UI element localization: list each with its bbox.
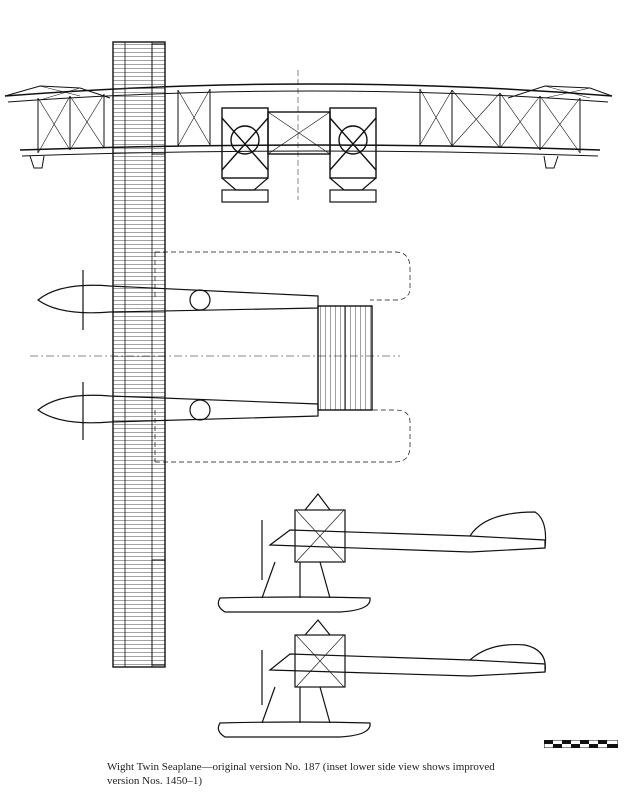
- scale-bar: [544, 740, 618, 748]
- side-view-improved: [217, 619, 546, 738]
- plan-view: [30, 41, 411, 668]
- caption-line-2: version Nos. 1450–1): [107, 775, 203, 787]
- figure-caption: Wight Twin Seaplane—original version No.…: [107, 760, 587, 788]
- caption-line-1: Wight Twin Seaplane—original version No.…: [107, 761, 495, 773]
- side-view-original: [217, 493, 547, 613]
- front-view: [4, 70, 613, 203]
